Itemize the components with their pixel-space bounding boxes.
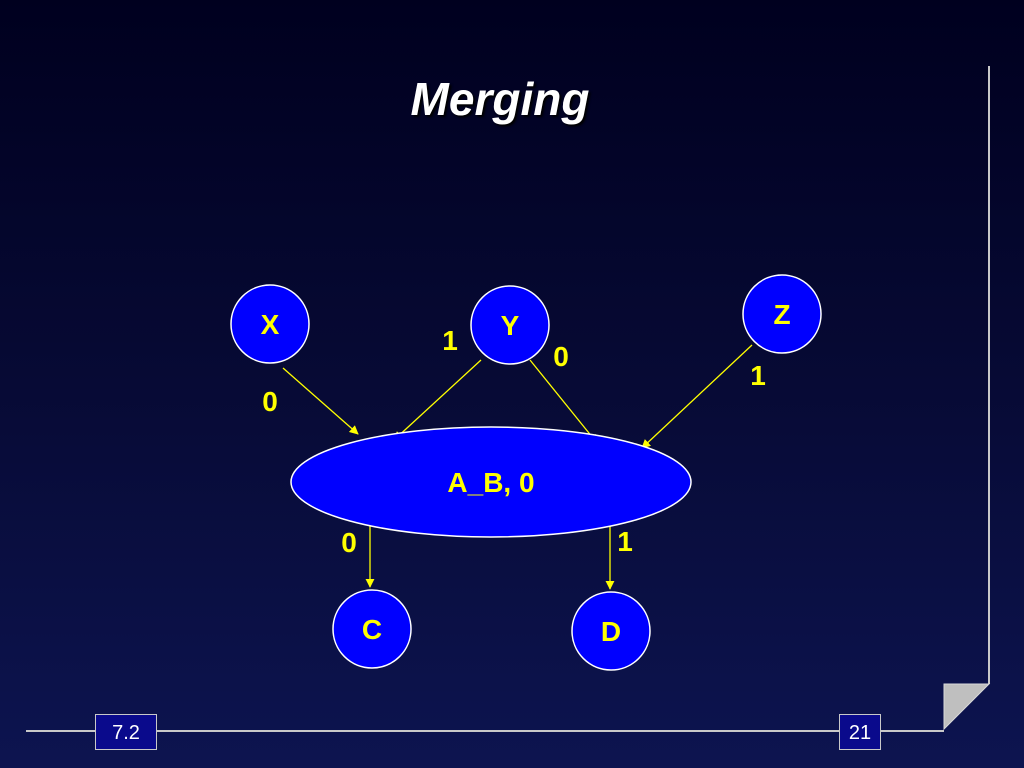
- slide-title: Merging: [410, 73, 590, 125]
- edge-y-ab-right: [529, 359, 598, 444]
- node-ab-ellipse: [290, 426, 692, 538]
- node-ab-label: A_B, 0: [447, 467, 534, 498]
- node-d: D: [571, 591, 651, 671]
- node-d-label: D: [601, 616, 621, 647]
- edge-label-ab-c: 0: [341, 527, 357, 558]
- node-z: Z: [742, 274, 822, 354]
- footer-page-number: 21: [839, 714, 881, 750]
- edge-x-ab: [282, 367, 359, 435]
- node-c: C: [332, 589, 412, 669]
- node-z-label: Z: [773, 299, 790, 330]
- node-d-circle: [571, 591, 651, 671]
- edge-label-y-ab-left: 1: [442, 325, 458, 356]
- edges: [282, 344, 753, 590]
- edge-label-z-ab: 1: [750, 360, 766, 391]
- edge-label-ab-d: 1: [617, 526, 633, 557]
- edge-labels: 0 1 0 1 0 1: [262, 325, 766, 558]
- node-x-label: X: [261, 309, 280, 340]
- edge-z-ab: [641, 344, 753, 449]
- edge-y-ab-left: [393, 359, 482, 441]
- node-x-circle: [230, 284, 310, 364]
- node-y: Y: [470, 285, 550, 365]
- edge-label-x-ab: 0: [262, 386, 278, 417]
- node-y-circle: [470, 285, 550, 365]
- page-curl-corner: [943, 683, 991, 731]
- edge-label-y-ab-right: 0: [553, 341, 569, 372]
- node-x: X: [230, 284, 310, 364]
- slide-frame: [26, 66, 991, 732]
- footer-section-number: 7.2: [95, 714, 157, 750]
- node-z-circle: [742, 274, 822, 354]
- node-c-circle: [332, 589, 412, 669]
- nodes: X Y Z A_B, 0 C D: [230, 274, 822, 671]
- node-y-label: Y: [501, 310, 520, 341]
- node-ab: A_B, 0: [290, 426, 692, 538]
- node-c-label: C: [362, 614, 382, 645]
